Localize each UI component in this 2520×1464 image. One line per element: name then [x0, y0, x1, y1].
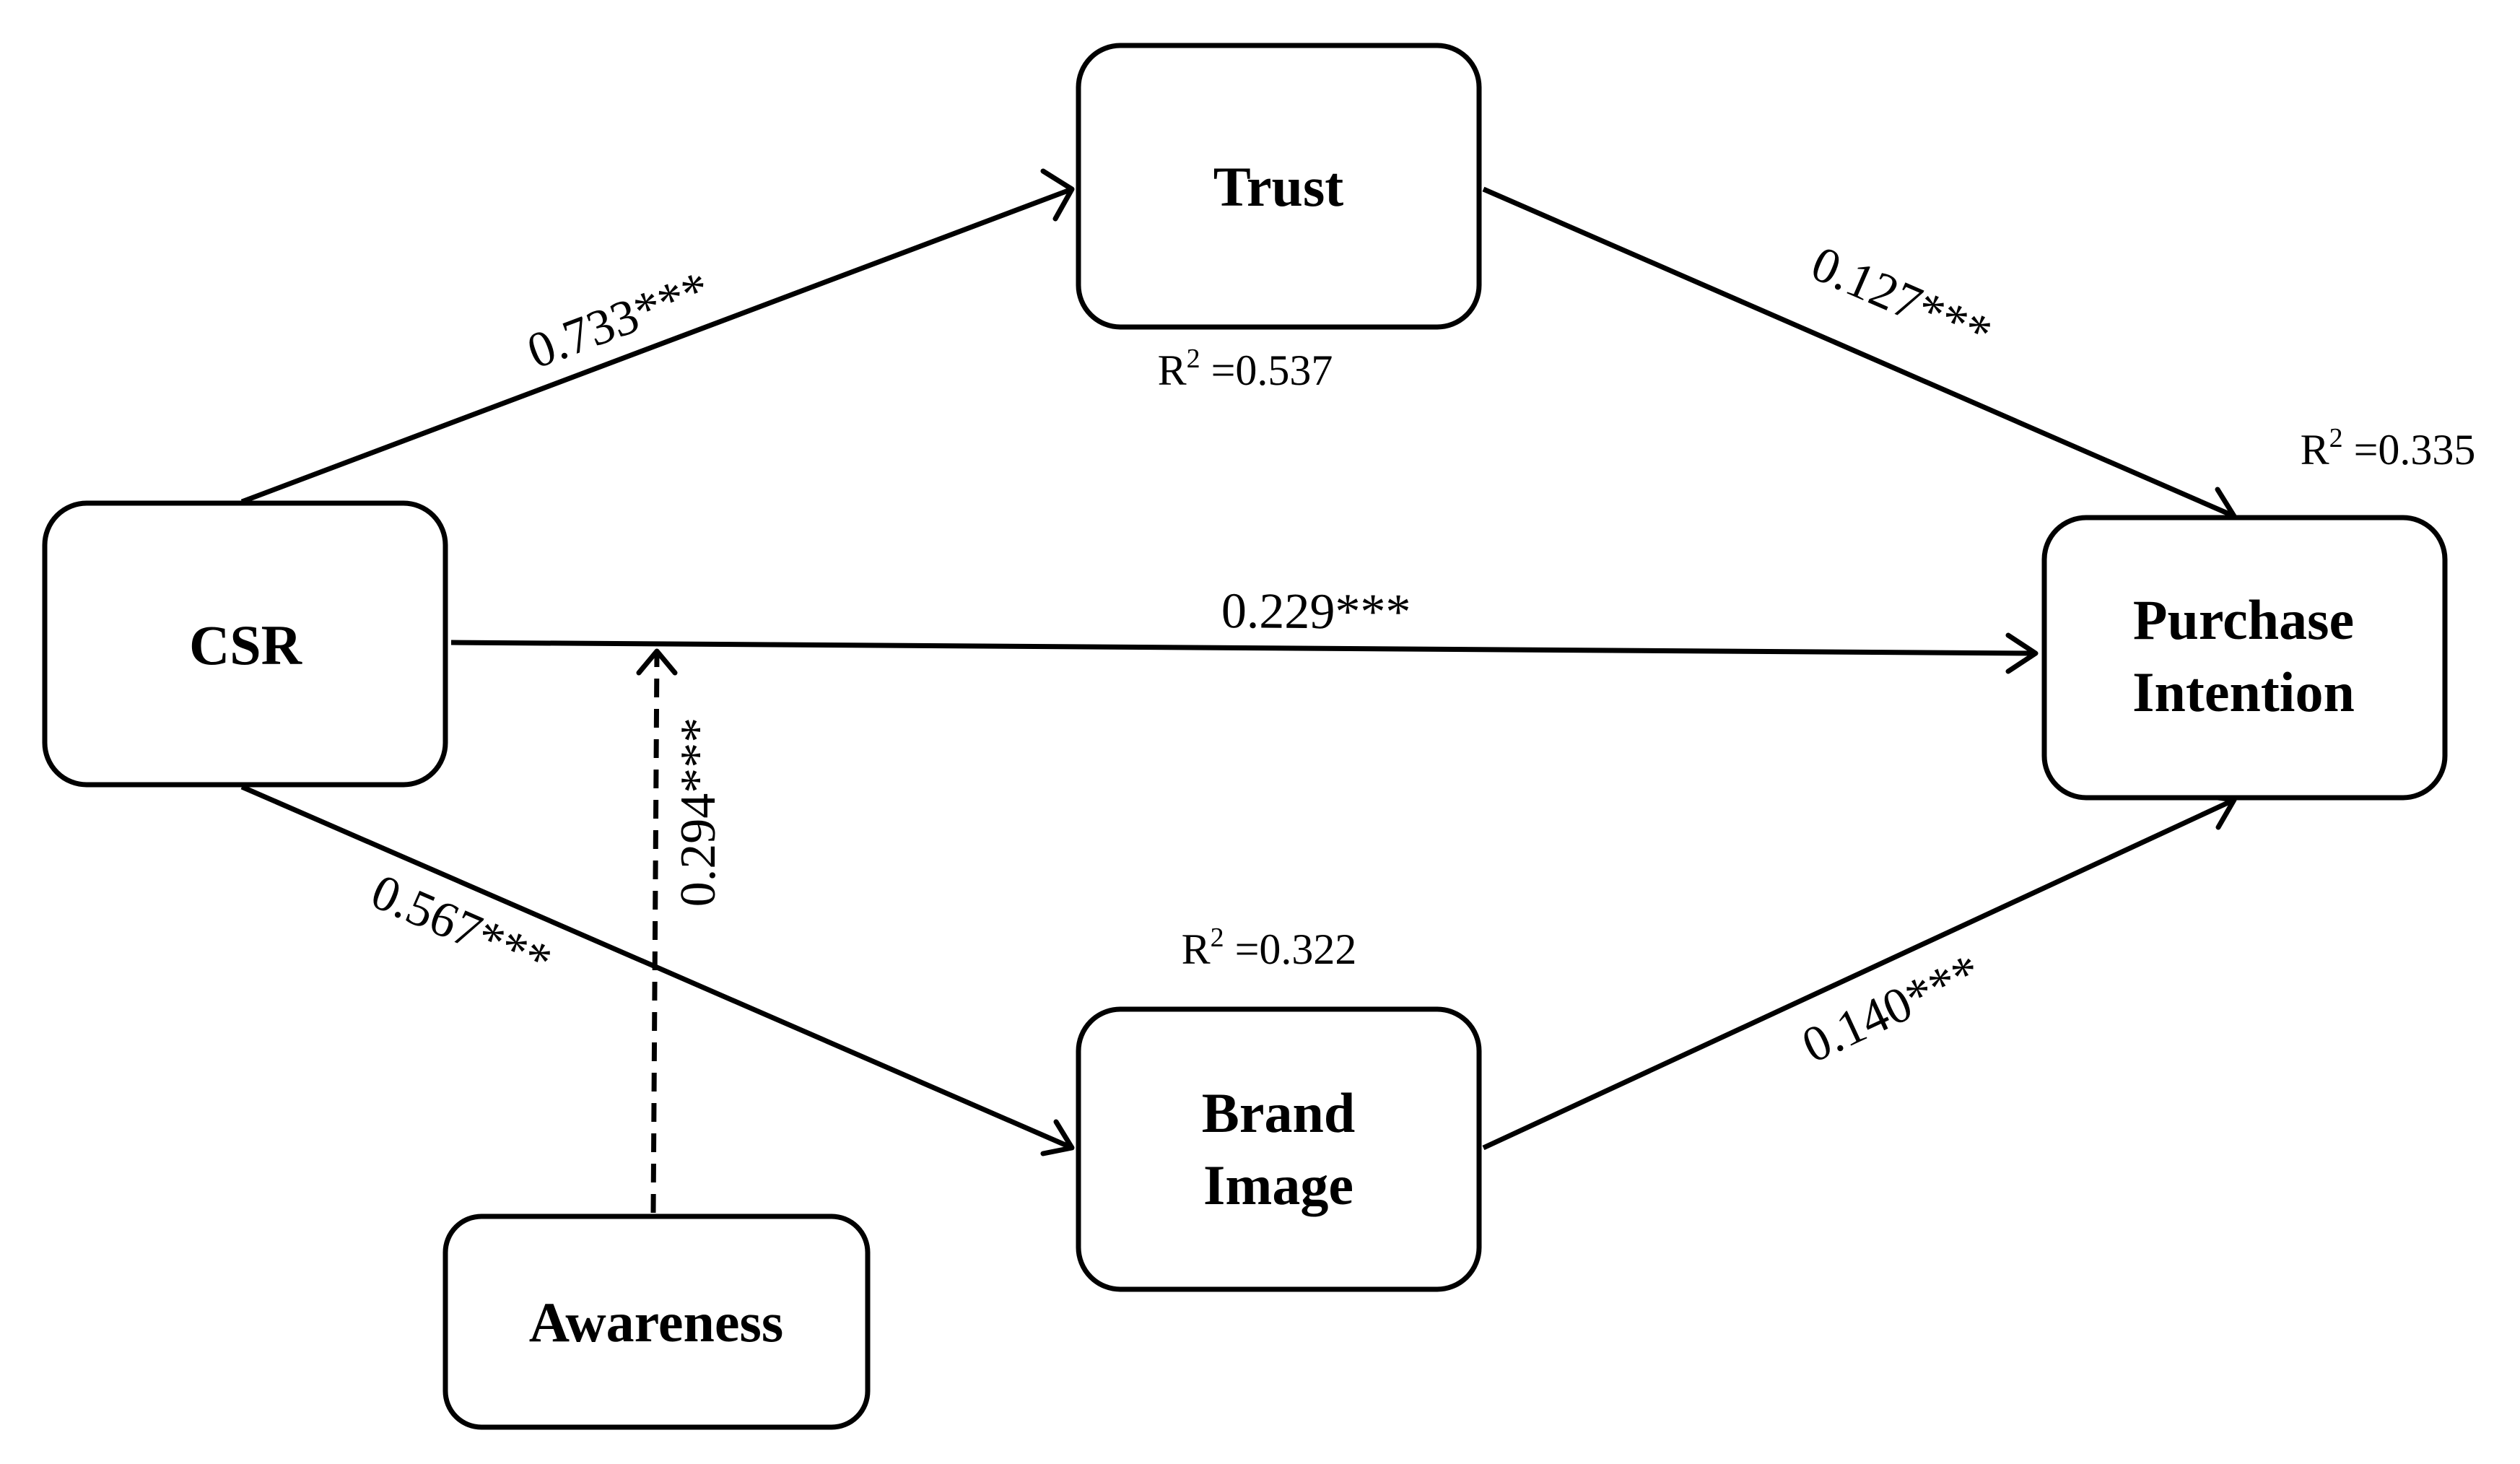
- edge-brand-purchase: [1482, 793, 2237, 1151]
- r-squared-purchase: R2 =0.335: [2301, 423, 2476, 474]
- coef-csr-purchase: 0.229***: [1221, 583, 1411, 640]
- node-brand-label-line2: Image: [1203, 1154, 1353, 1216]
- node-brand-image: Brand Image: [1076, 1006, 1482, 1292]
- node-purchase-intention: Purchase Intention: [2041, 515, 2448, 801]
- node-trust: Trust: [1076, 43, 1482, 330]
- edge-awareness-moderation: [636, 648, 678, 1214]
- node-awareness: Awareness: [442, 1214, 871, 1430]
- node-purchase-label-line2: Intention: [2132, 661, 2355, 723]
- coef-brand-purchase: 0.140***: [1794, 944, 1989, 1073]
- node-awareness-label: Awareness: [529, 1291, 783, 1354]
- edge-csr-purchase: [450, 632, 2039, 674]
- r-squared-trust: R2 =0.537: [1158, 344, 1333, 394]
- node-purchase-label-line1: Purchase: [2133, 588, 2354, 651]
- node-trust-label: Trust: [1213, 155, 1344, 218]
- coef-awareness-moderation: 0.294***: [671, 718, 726, 907]
- edge-trust-purchase: [1482, 186, 2237, 525]
- r-squared-brand: R2 =0.322: [1182, 923, 1357, 973]
- node-brand-label-line1: Brand: [1202, 1081, 1355, 1144]
- node-csr-label: CSR: [189, 614, 303, 676]
- node-csr: CSR: [42, 500, 448, 788]
- edge-csr-trust: [240, 168, 1075, 505]
